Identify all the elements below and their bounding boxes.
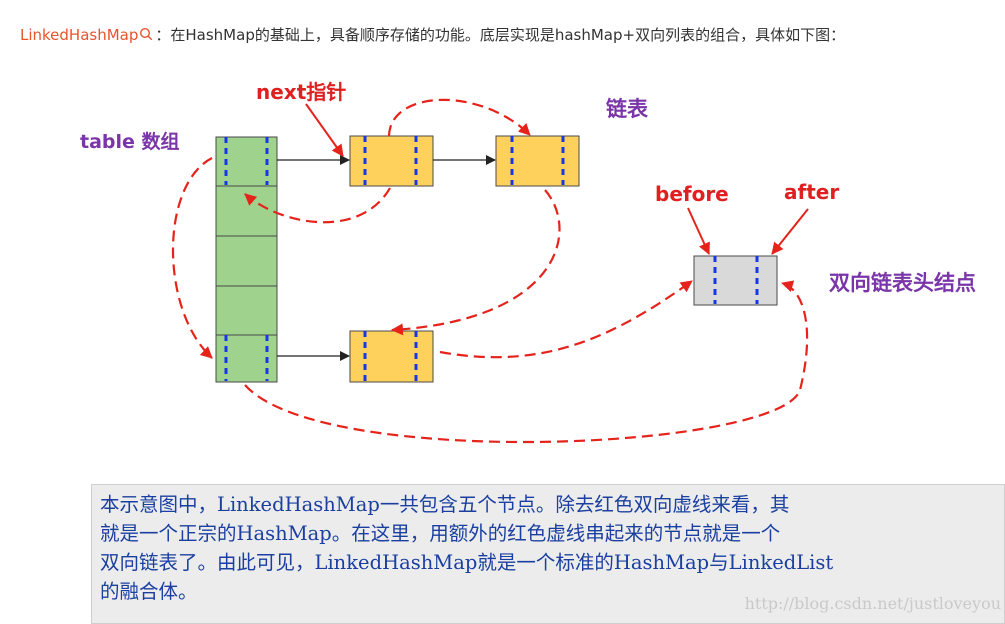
explanation-line: 双向链表了。由此可见，LinkedHashMap就是一个标准的HashMap与L… (100, 551, 834, 574)
dashed-arrow (391, 189, 561, 336)
before-label-arrow (687, 207, 710, 255)
linkedhashmap-link[interactable]: LinkedHashMap (20, 26, 139, 44)
dashed-arrow (171, 157, 213, 359)
explanation-box: 本示意图中，LinkedHashMap一共包含五个节点。除去红色双向虚线来看，其… (91, 484, 1005, 624)
table-array (215, 136, 278, 383)
dashed-arrow (244, 187, 391, 224)
list-node-3 (349, 330, 434, 383)
before-label: before (655, 182, 729, 206)
search-icon[interactable] (139, 27, 153, 41)
linked-list-label: 链表 (606, 97, 649, 121)
after-label-arrow (771, 208, 809, 255)
doubly-linked-arrows (171, 98, 809, 444)
intro-line: LinkedHashMap ：在HashMap的基础上，具备顺序存储的功能。底层实… (20, 24, 1000, 45)
table-cell (215, 235, 278, 287)
table-array-label: table 数组 (80, 130, 180, 153)
intro-text: ：在HashMap的基础上，具备顺序存储的功能。底层实现是hashMap+双向列… (155, 26, 846, 44)
head-node-label: 双向链表头结点 (829, 271, 976, 295)
explanation-line: 就是一个正宗的HashMap。在这里，用额外的红色虚线串起来的节点就是一个 (100, 522, 781, 545)
dashed-arrow (244, 280, 809, 444)
table-cell (215, 285, 278, 336)
next-pointer-label: next指针 (256, 80, 346, 104)
linkedhashmap-diagram: next指针 链表 table 数组 before after 双向链表头结点 (80, 80, 976, 444)
after-label: after (784, 180, 839, 204)
table-cell (215, 185, 278, 237)
list-node-1 (349, 135, 434, 187)
dashed-arrow (387, 98, 531, 137)
dashed-arrow (439, 280, 693, 359)
head-node (693, 255, 778, 306)
explanation-line: 的融合体。 (100, 580, 198, 603)
explanation-line: 本示意图中，LinkedHashMap一共包含五个节点。除去红色双向虚线来看，其 (100, 493, 790, 516)
watermark: http://blog.csdn.net/justloveyou (744, 594, 1001, 613)
next-label-arrow (305, 103, 344, 157)
list-node-2 (495, 135, 580, 187)
